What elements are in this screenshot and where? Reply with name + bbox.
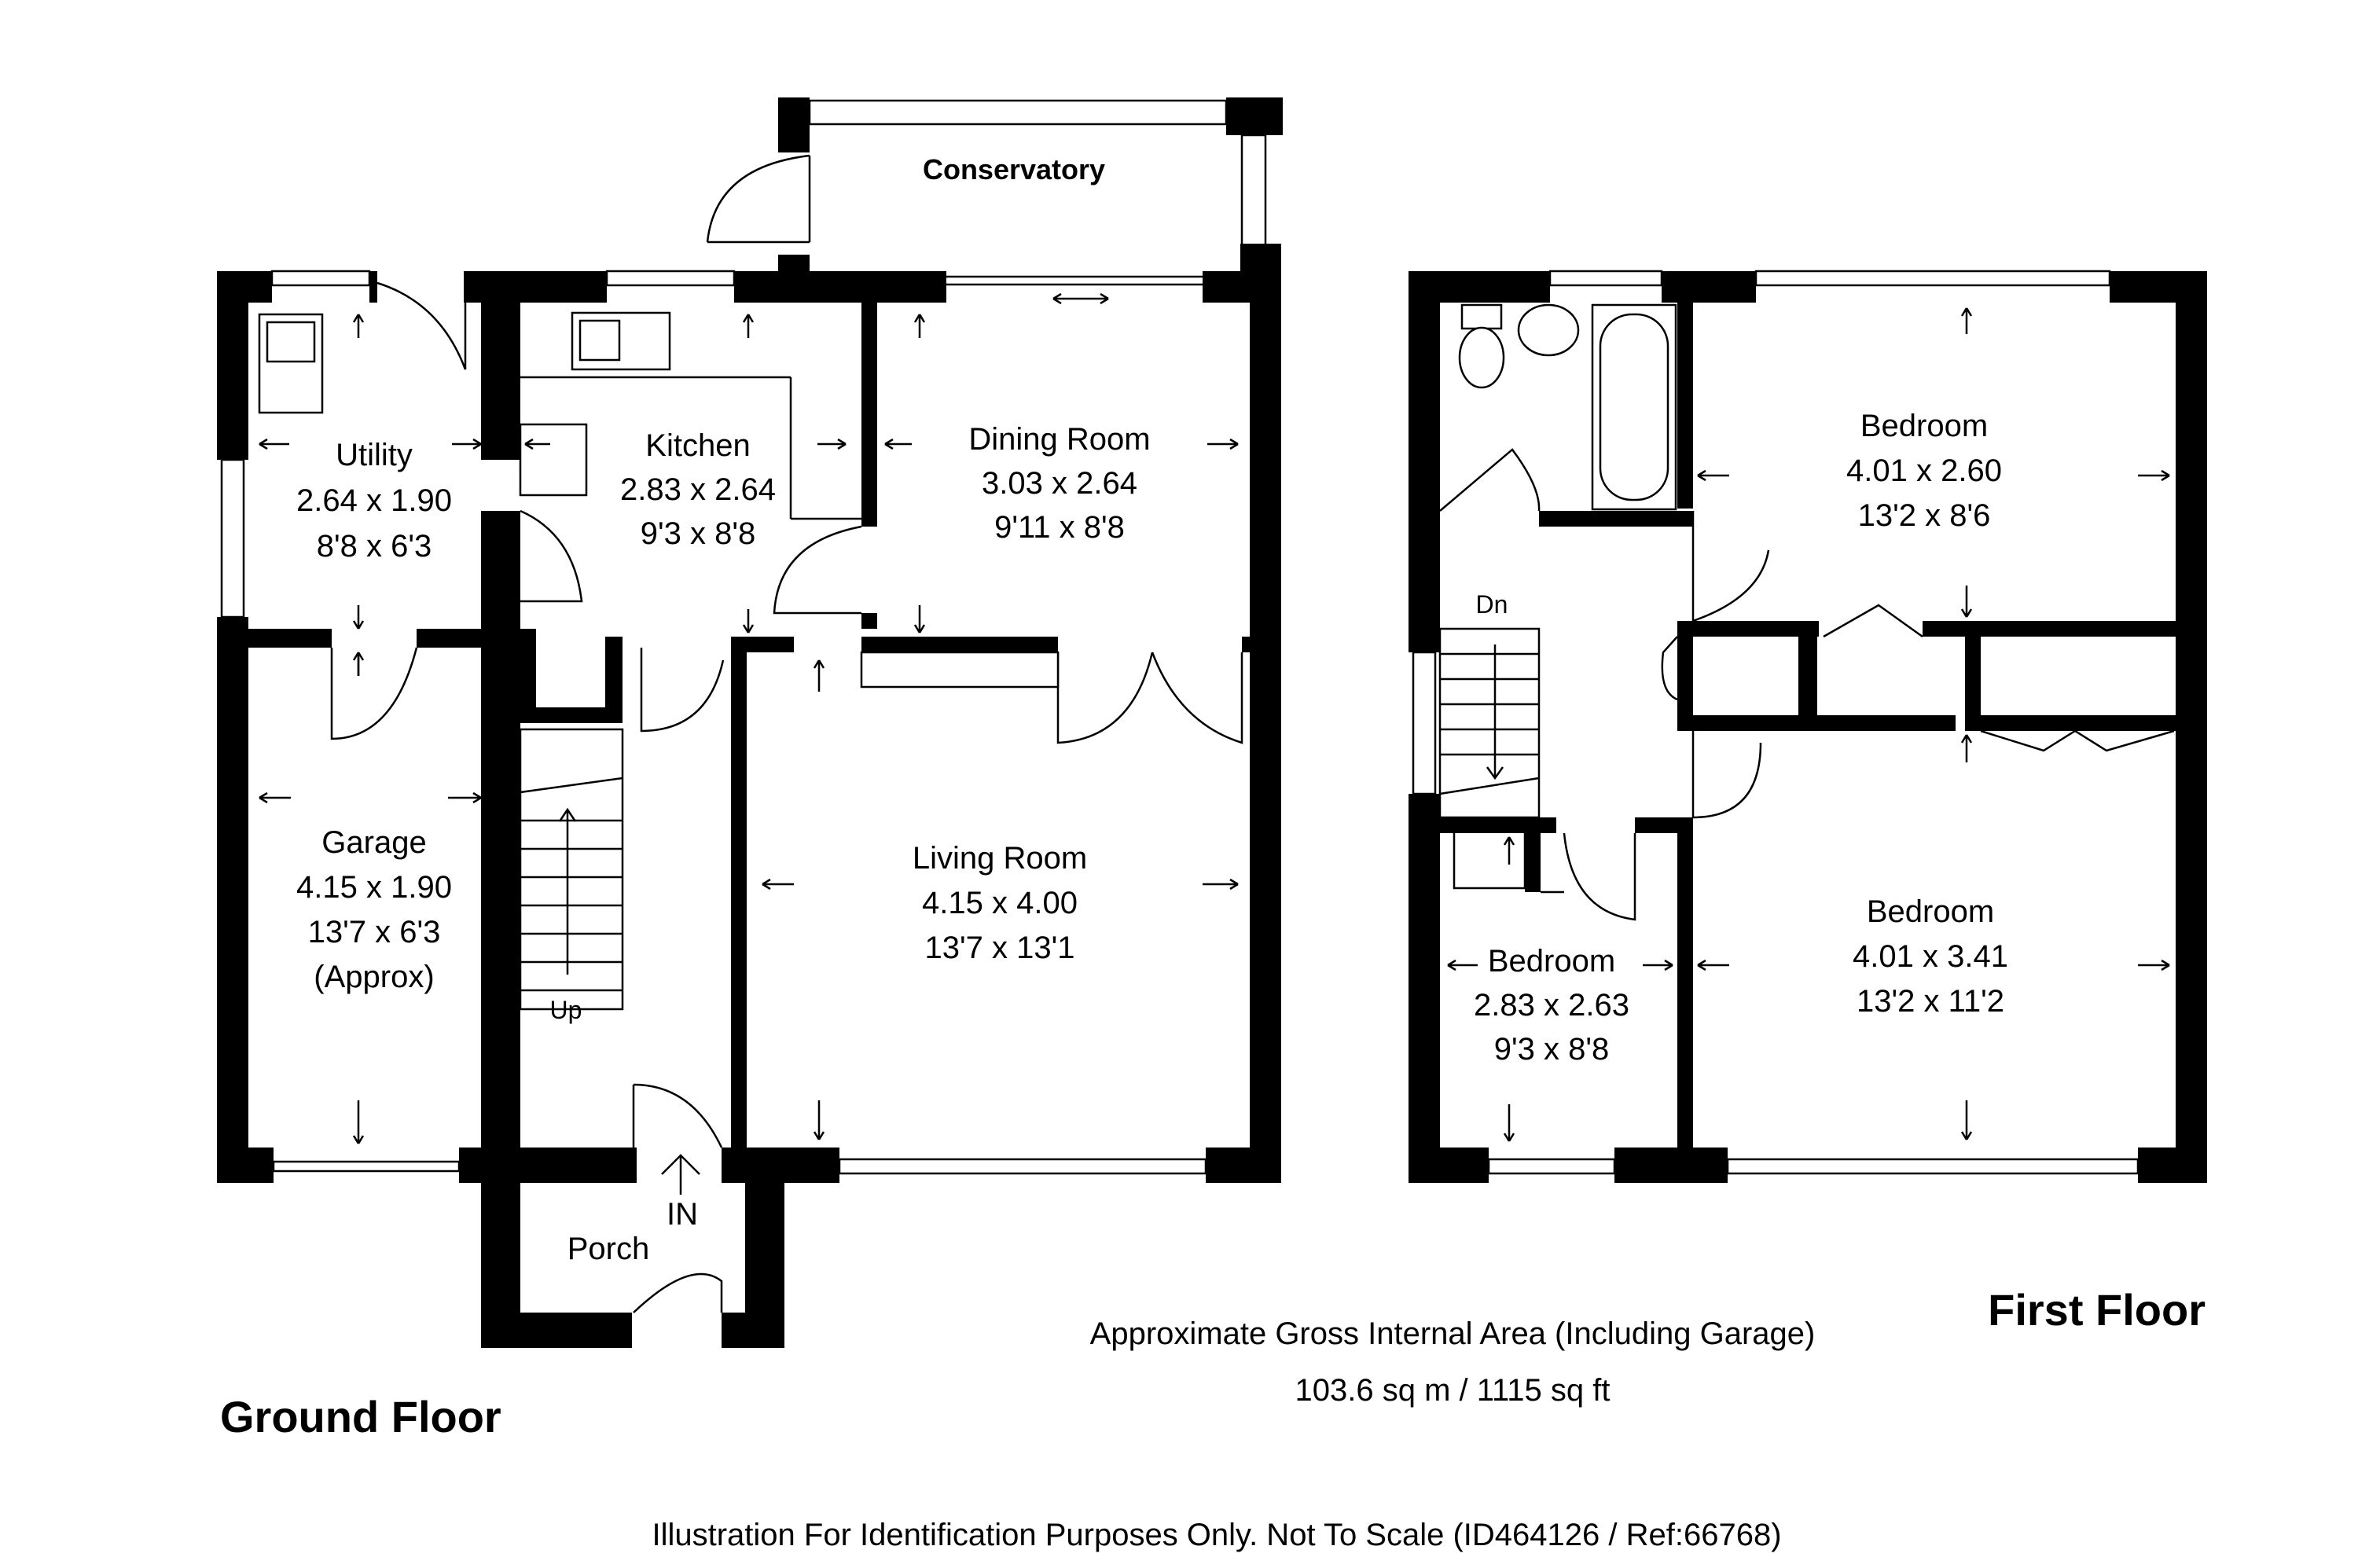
stairs-down-label: Dn — [1476, 590, 1508, 619]
garage-note: (Approx) — [314, 960, 434, 994]
garage-metric: 4.15 x 1.90 — [296, 870, 452, 905]
ground-stairs — [519, 728, 700, 1195]
dining-room-name: Dining Room — [968, 422, 1150, 457]
utility-imperial: 8'8 x 6'3 — [317, 529, 432, 564]
first-measure-arrows — [1447, 307, 2170, 1142]
first-internal-walls — [1440, 303, 2176, 1148]
utility-name: Utility — [336, 438, 413, 472]
bedroom-rear-imperial: 13'2 x 8'6 — [1858, 498, 1991, 533]
area-line-2: 103.6 sq m / 1115 sq ft — [1295, 1373, 1611, 1408]
first-labels: Dn Bedroom 4.01 x 2.60 13'2 x 8'6 Bedroo… — [1474, 409, 2206, 1335]
bedroom-front-metric: 4.01 x 3.41 — [1853, 939, 2008, 974]
garage-name: Garage — [321, 825, 426, 860]
kitchen-imperial: 9'3 x 8'8 — [641, 516, 755, 551]
bedroom-front-name: Bedroom — [1867, 894, 1994, 929]
conservatory-structure — [706, 97, 1283, 275]
first-floor-title: First Floor — [1988, 1285, 2206, 1335]
porch-label: Porch — [567, 1232, 650, 1266]
bedroom-rear-metric: 4.01 x 2.60 — [1846, 454, 2002, 488]
kitchen-name: Kitchen — [645, 428, 750, 463]
entrance-label: IN — [667, 1197, 698, 1232]
bedroom-front-imperial: 13'2 x 11'2 — [1857, 984, 2004, 1019]
dining-room-imperial: 9'11 x 8'8 — [994, 510, 1125, 545]
ground-doors — [330, 281, 1243, 1313]
area-line-1: Approximate Gross Internal Area (Includi… — [1090, 1316, 1816, 1351]
utility-metric: 2.64 x 1.90 — [296, 483, 452, 518]
ground-fixtures — [258, 311, 1060, 689]
bedroom-small-imperial: 9'3 x 8'8 — [1494, 1032, 1609, 1067]
bedroom-rear-name: Bedroom — [1860, 409, 1988, 443]
area-summary: Approximate Gross Internal Area (Includi… — [1090, 1316, 1816, 1408]
ground-labels: Conservatory Utility 2.64 x 1.90 8'8 x 6… — [220, 153, 1151, 1441]
living-room-name: Living Room — [913, 841, 1087, 876]
garage-imperial: 13'7 x 6'3 — [308, 915, 441, 949]
ground-walls — [217, 270, 1281, 1348]
ground-floor-title: Ground Floor — [220, 1392, 501, 1441]
ground-internal-walls — [248, 303, 1250, 1148]
bedroom-small-metric: 2.83 x 2.63 — [1474, 988, 1629, 1023]
stairs-up-label: Up — [550, 996, 582, 1024]
disclaimer-footer: Illustration For Identification Purposes… — [652, 1518, 1781, 1552]
first-fixtures — [1458, 303, 1677, 511]
first-stairs — [1438, 627, 1541, 819]
kitchen-metric: 2.83 x 2.64 — [620, 472, 776, 507]
dining-room-metric: 3.03 x 2.64 — [982, 466, 1137, 501]
ground-measure-arrows — [259, 292, 1239, 1144]
conservatory-label: Conservatory — [923, 153, 1105, 185]
living-room-imperial: 13'7 x 13'1 — [925, 931, 1075, 965]
first-walls — [1409, 270, 2207, 1183]
living-room-metric: 4.15 x 4.00 — [922, 886, 1078, 920]
first-doors — [1439, 448, 2175, 921]
first-floor-plan: Dn Bedroom 4.01 x 2.60 13'2 x 8'6 Bedroo… — [1409, 270, 2207, 1335]
bedroom-small-name: Bedroom — [1488, 944, 1615, 979]
ground-floor-plan: Conservatory Utility 2.64 x 1.90 8'8 x 6… — [217, 97, 1283, 1441]
